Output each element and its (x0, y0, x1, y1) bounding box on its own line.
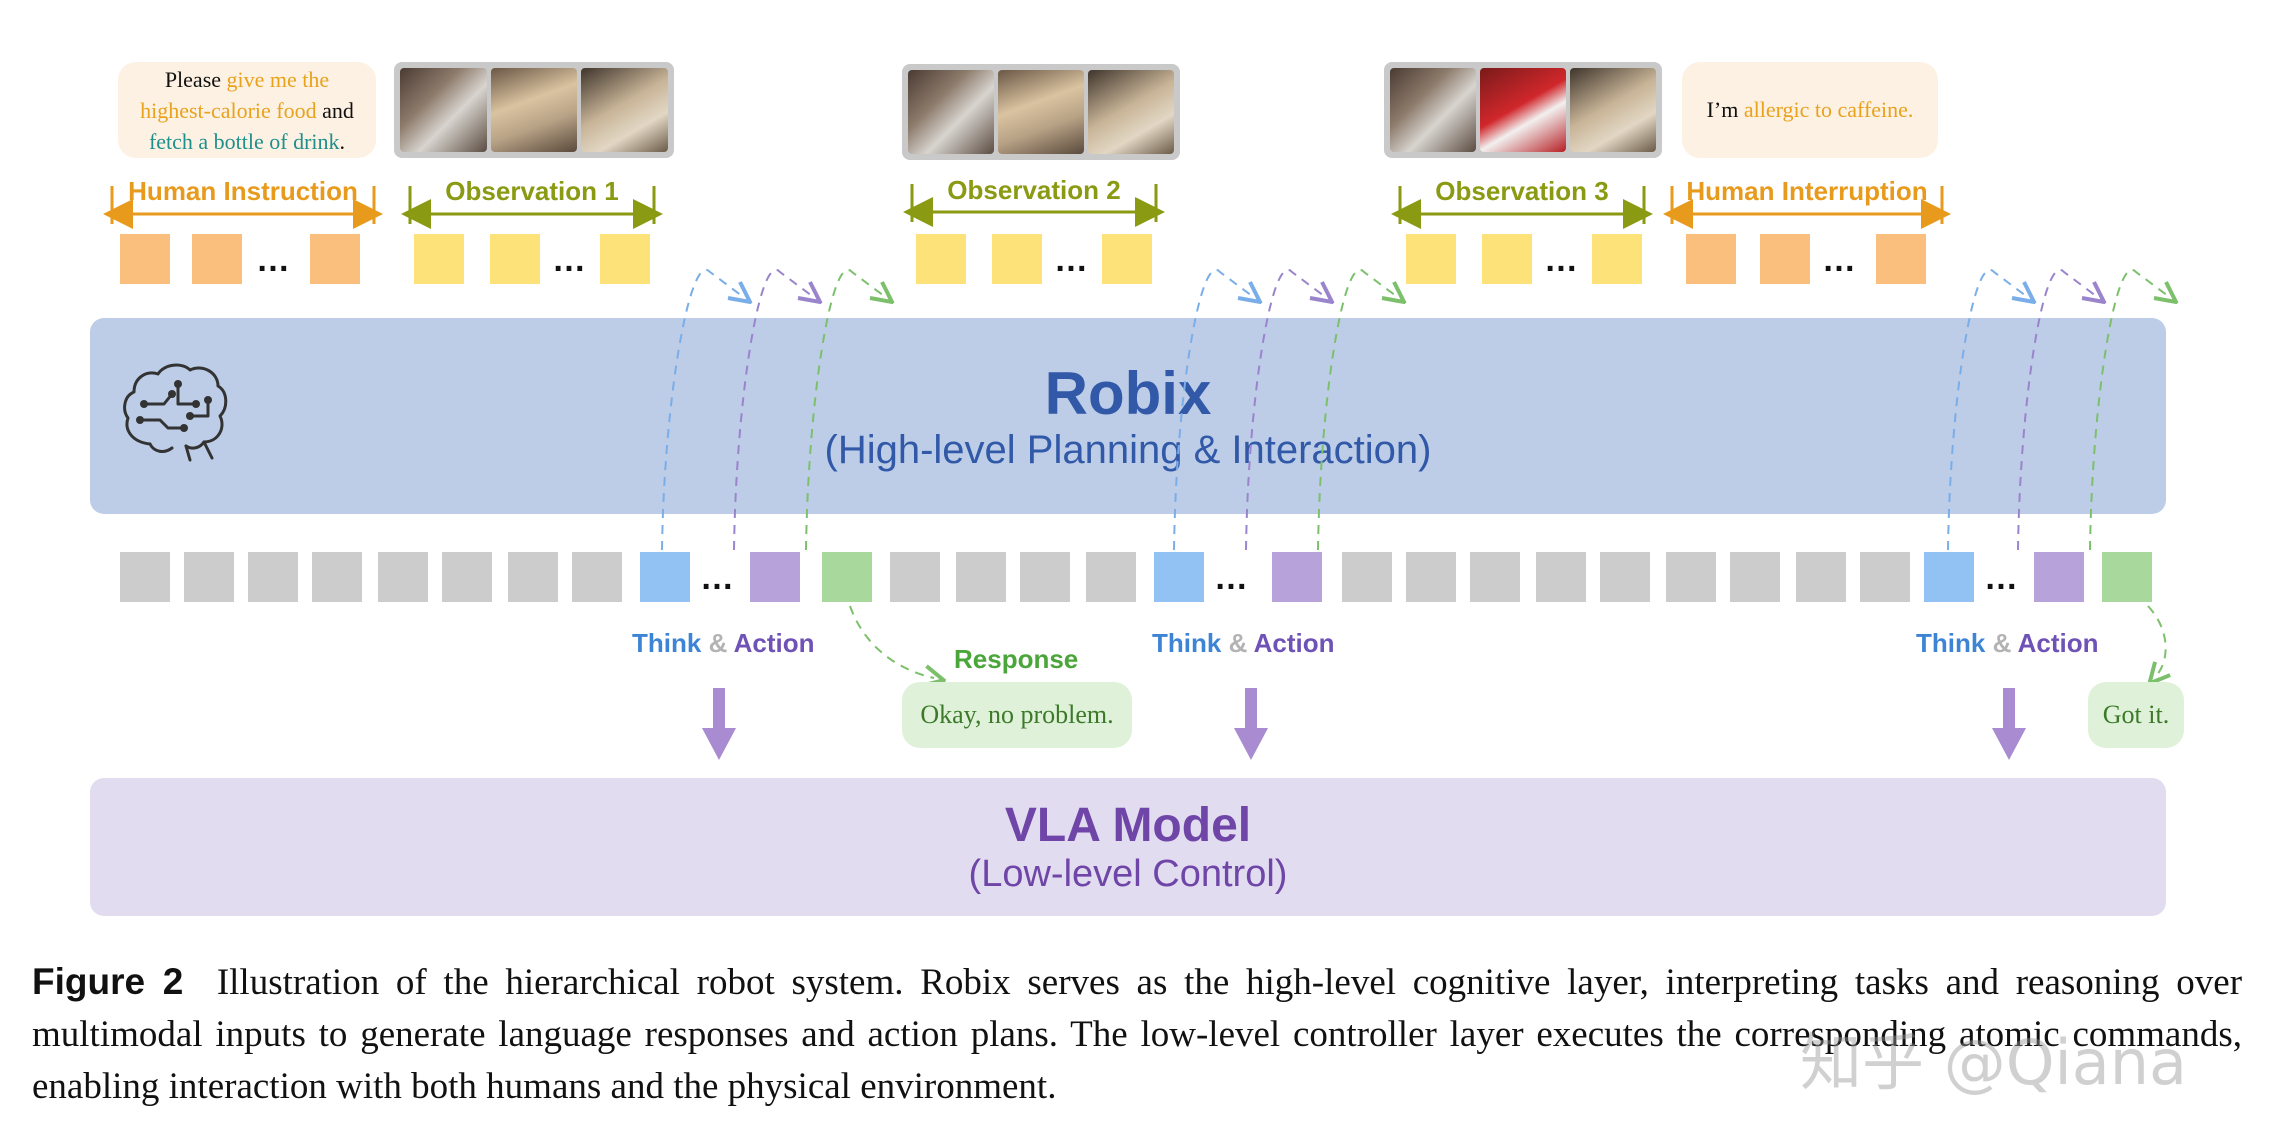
interruption-token (1760, 234, 1810, 284)
context-token (1406, 552, 1456, 602)
think-token (640, 552, 690, 602)
response-token (2102, 552, 2152, 602)
context-token (1342, 552, 1392, 602)
instruction-text-5: fetch a bottle of drink (148, 128, 340, 154)
context-token (1730, 552, 1780, 602)
observation-photo (998, 70, 1084, 154)
instruction-token (120, 234, 170, 284)
action-label: Action (733, 628, 815, 658)
observation-photo (400, 68, 487, 152)
context-token (1020, 552, 1070, 602)
observation-photo (908, 70, 994, 154)
context-token (442, 552, 492, 602)
observation-token (1482, 234, 1532, 284)
context-token (890, 552, 940, 602)
context-token (312, 552, 362, 602)
think-token (1924, 552, 1974, 602)
response-token (822, 552, 872, 602)
context-token (508, 552, 558, 602)
observation-photo (1480, 68, 1566, 152)
think-label: Think (1916, 628, 1986, 658)
think-label: Think (632, 628, 702, 658)
context-token (1796, 552, 1846, 602)
context-token (1600, 552, 1650, 602)
response-bubble: Okay, no problem. (902, 682, 1132, 748)
instruction-text-3: highest-calorie food (140, 97, 317, 123)
response-bubble: Got it. (2088, 682, 2184, 748)
observation-token (992, 234, 1042, 284)
human-instruction-bubble: Please give me the highest-calorie food … (118, 62, 376, 158)
context-token (184, 552, 234, 602)
think-label: Think (1152, 628, 1222, 658)
think-action-label: Think & Action (1152, 628, 1335, 659)
robix-title: Robix (1044, 360, 1212, 427)
interruption-text-2: allergic to caffeine. (1743, 97, 1914, 122)
instruction-token (310, 234, 360, 284)
think-action-label: Think & Action (1916, 628, 2099, 659)
observation-token (414, 234, 464, 284)
down-arrow-icon (702, 688, 736, 760)
brain-circuit-icon (123, 363, 228, 462)
observation-photo (1088, 70, 1174, 154)
observation-photo (581, 68, 669, 152)
context-token (572, 552, 622, 602)
instruction-text-6: . (339, 128, 346, 154)
interruption-token (1686, 234, 1736, 284)
action-token (1272, 552, 1322, 602)
context-token (956, 552, 1006, 602)
context-token (120, 552, 170, 602)
action-token (750, 552, 800, 602)
vla-subtitle: (Low-level Control) (968, 853, 1288, 895)
vla-title: VLA Model (1004, 799, 1252, 852)
observation-token (490, 234, 540, 284)
instruction-text-2: give me the (226, 66, 330, 92)
watermark: 知乎 @Qiana (1800, 1026, 2188, 1099)
observation-2-photos (902, 64, 1180, 160)
down-arrow-icon (1234, 688, 1268, 760)
robix-panel: Robix (High-level Planning & Interaction… (90, 318, 2166, 514)
figure-label: Figure 2 (32, 961, 184, 1002)
context-token (248, 552, 298, 602)
figure-caption: Figure 2 Illustration of the hierarchica… (32, 956, 2242, 1113)
ampersand: & (708, 628, 728, 658)
context-token (378, 552, 428, 602)
context-token (1666, 552, 1716, 602)
think-action-label: Think & Action (632, 628, 815, 659)
observation-token (1406, 234, 1456, 284)
flow-arcs (661, 268, 2272, 760)
observation-token (600, 234, 650, 284)
interruption-text-1: I’m (1706, 97, 1744, 122)
context-token (1086, 552, 1136, 602)
observation-token (1102, 234, 1152, 284)
instruction-text-1: Please (164, 66, 227, 92)
segment-brackets (103, 184, 1951, 229)
action-label: Action (2017, 628, 2099, 658)
human-interruption-bubble: I’m allergic to caffeine. (1682, 62, 1938, 158)
action-label: Action (1253, 628, 1335, 658)
observation-3-photos (1384, 62, 1662, 158)
observation-token (916, 234, 966, 284)
interruption-token (1876, 234, 1926, 284)
think-token (1154, 552, 1204, 602)
robix-subtitle: (High-level Planning & Interaction) (824, 428, 1432, 472)
ampersand: & (1992, 628, 2012, 658)
vla-panel: VLA Model (Low-level Control) (90, 778, 2166, 916)
action-token (2034, 552, 2084, 602)
caption-text: Illustration of the hierarchical robot s… (32, 962, 2243, 1107)
ampersand: & (1228, 628, 1248, 658)
context-token (1536, 552, 1586, 602)
observation-photo (490, 68, 578, 152)
down-arrow-icon (1992, 688, 2026, 760)
observation-1-photos (394, 62, 674, 158)
context-token (1470, 552, 1520, 602)
observation-token (1592, 234, 1642, 284)
response-label: Response (954, 644, 1079, 674)
instruction-token (192, 234, 242, 284)
context-token (1860, 552, 1910, 602)
observation-photo (1570, 68, 1656, 152)
instruction-text-4: and (316, 97, 354, 123)
observation-photo (1390, 68, 1476, 152)
